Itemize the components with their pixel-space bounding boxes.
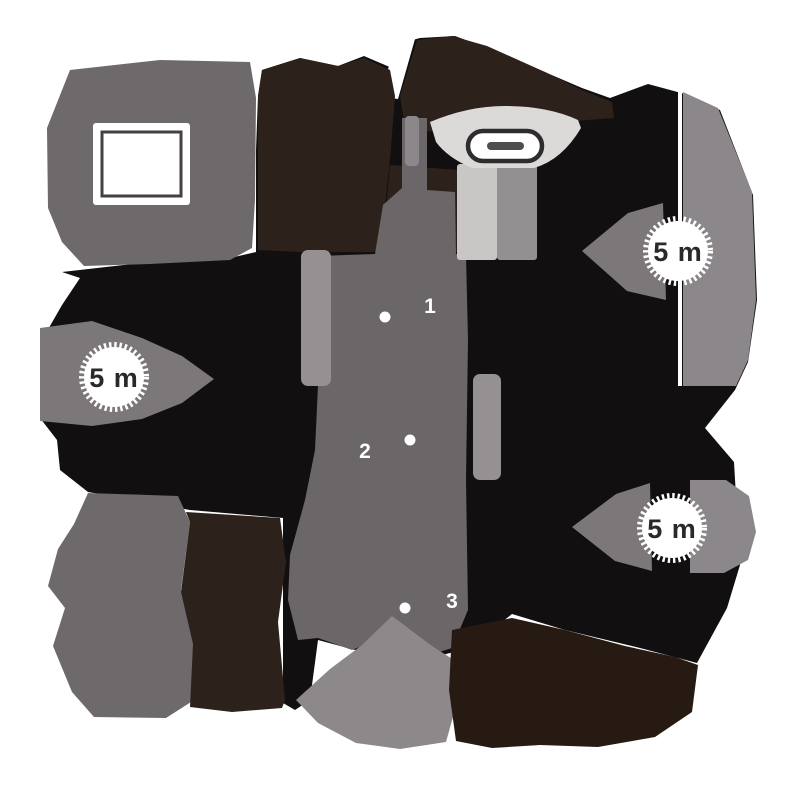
corridor xyxy=(288,118,468,655)
furniture-roof-mass xyxy=(400,36,614,132)
waypoint-dot xyxy=(404,434,416,446)
range-badge-top-right: 5 m xyxy=(643,216,713,286)
furniture-bottom-mass xyxy=(449,618,698,748)
base-station-port-bar xyxy=(487,142,524,150)
waypoint-label: 1 xyxy=(424,295,436,318)
base-station-column-light xyxy=(457,164,497,260)
range-badge-circle xyxy=(648,221,708,281)
room-bottom-center xyxy=(296,616,456,749)
range-badge-starburst xyxy=(643,216,713,286)
waypoint-1: 1 xyxy=(379,295,436,323)
range-badge-label: 5 m xyxy=(647,514,697,544)
base-station xyxy=(430,106,581,260)
base-station-column-dark xyxy=(497,164,537,260)
range-badge-bottom-right: 5 m xyxy=(637,493,707,563)
waypoint-label: 3 xyxy=(446,590,458,613)
range-badge-circle xyxy=(84,347,144,407)
waypoint-label: 2 xyxy=(359,440,371,463)
room-right-top xyxy=(683,92,756,386)
bed-outline-inner xyxy=(100,130,183,198)
range-badge-starburst xyxy=(637,493,707,563)
range-cone-bottom-right xyxy=(572,483,652,571)
range-badge-circle xyxy=(642,498,702,558)
waypoint-3: 3 xyxy=(399,590,458,614)
wall-strip-dock-left xyxy=(405,116,419,166)
room-bottom-left xyxy=(48,493,197,718)
range-badge-left: 5 m xyxy=(79,342,149,412)
wall-strip-right xyxy=(473,374,501,480)
room-right-bottom xyxy=(690,480,756,573)
wall-strip-left xyxy=(301,250,331,386)
range-badge-label: 5 m xyxy=(89,363,139,393)
range-cone-top-right xyxy=(582,203,666,300)
range-badge-label: 5 m xyxy=(653,237,703,267)
range-badge-starburst xyxy=(79,342,149,412)
furniture-column-bottom-left xyxy=(181,512,286,712)
waypoint-2: 2 xyxy=(359,434,416,463)
waypoint-dot xyxy=(379,311,391,323)
waypoint-dot xyxy=(399,602,411,614)
furniture-top-left-mass xyxy=(258,58,395,252)
